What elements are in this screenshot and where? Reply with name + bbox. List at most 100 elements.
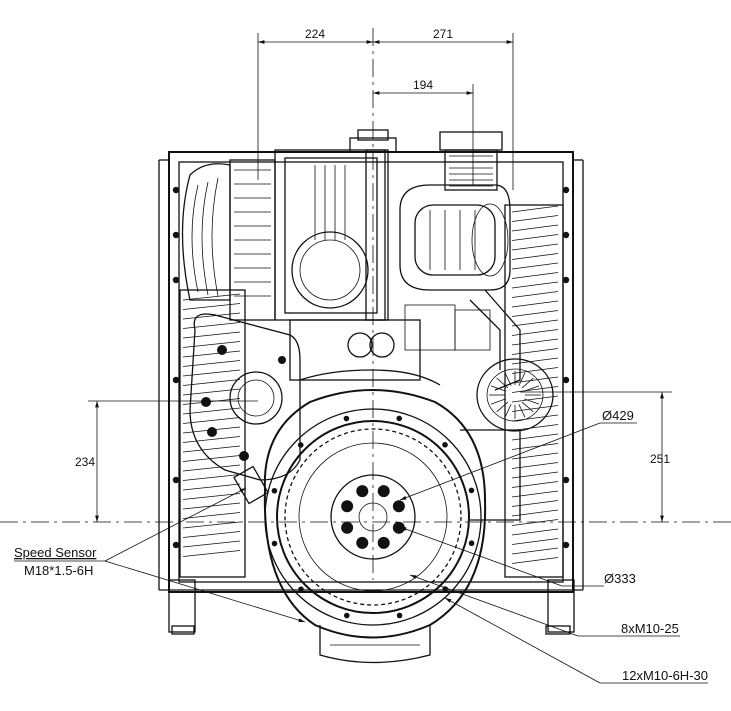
radiator-fin-right: [511, 395, 559, 403]
callout-bolts-12-text: 12xM10-6H-30: [622, 668, 708, 683]
radiator-fin-right: [511, 243, 559, 251]
radiator-fin-right: [511, 547, 559, 555]
housing-bolt: [271, 487, 278, 494]
radiator-fin-right: [511, 272, 559, 279]
flywheel-bolt: [356, 536, 369, 549]
radiator-fin-left: [182, 483, 241, 491]
flywheel-housing: [263, 389, 487, 664]
alternator-vane: [504, 372, 512, 386]
radiator-fin-left: [182, 455, 241, 462]
alternator-vane: [496, 401, 509, 413]
alternator-vane: [521, 401, 534, 413]
speed-sensor: [233, 465, 269, 505]
callout-diameter-333: Ø333: [399, 526, 636, 587]
radiator-fin-left: [182, 521, 241, 529]
housing-bolt: [297, 442, 304, 448]
radiator-fin-left: [182, 303, 241, 310]
radiator-panel-left: [179, 289, 246, 578]
dimension-224-text: 224: [305, 27, 325, 41]
center-lines: [0, 28, 731, 580]
dimension-194: 194: [373, 78, 474, 185]
frame-bolt: [172, 476, 180, 484]
flywheel-bolt: [377, 536, 390, 549]
radiator-fin-right: [511, 300, 559, 308]
front-manifold: [289, 304, 491, 386]
radiator-fin-right: [511, 310, 559, 317]
dimension-234: 234: [75, 400, 258, 522]
radiator-fin-left: [182, 493, 241, 500]
frame-bolt: [172, 376, 180, 384]
radiator-fin-right: [511, 338, 559, 346]
callout-bolts-12: 12xM10-6H-30: [444, 597, 708, 684]
flywheel-bolt: [356, 485, 369, 498]
alternator-vane: [490, 385, 506, 392]
alternator-vane: [524, 385, 540, 392]
fan-shroud: [181, 163, 231, 301]
radiator-fin-right: [511, 367, 559, 374]
radiator-fin-left: [182, 417, 241, 424]
callout-diameter-429-text: Ø429: [602, 408, 634, 423]
radiator-fin-left: [182, 512, 241, 519]
frame-bolt: [562, 231, 570, 239]
radiator-fin-right: [511, 462, 559, 469]
dimension-271: 271: [373, 27, 514, 190]
radiator-fin-left: [182, 379, 241, 386]
radiator-fin-right: [511, 319, 559, 327]
radiator-fin-left: [182, 531, 241, 538]
housing-bolt: [396, 415, 403, 422]
radiator-fin-right: [511, 414, 559, 422]
dimension-271-text: 271: [433, 27, 453, 41]
frame-bolt: [172, 186, 180, 194]
radiator-fin-right: [511, 253, 559, 260]
frame-bolt: [562, 476, 570, 484]
radiator-fin-right: [511, 557, 559, 564]
radiator-fin-left: [182, 398, 241, 405]
turbocharger: [399, 131, 521, 391]
mounting-feet: [168, 579, 575, 635]
housing-bolt: [468, 487, 475, 494]
radiator-fin-right: [511, 281, 559, 289]
radiator-fin-right: [511, 329, 559, 336]
radiator-fin-right: [511, 376, 559, 384]
radiator-fin-left: [182, 388, 241, 396]
radiator-frame: [158, 151, 584, 593]
housing-bolt: [343, 612, 350, 619]
radiator-fin-right: [511, 224, 559, 232]
intake-finned-block: [229, 149, 386, 321]
radiator-fin-right: [511, 519, 559, 526]
radiator-panel-right: [504, 204, 564, 578]
speed-sensor-title: Speed Sensor: [14, 545, 97, 560]
flywheel-bolt: [341, 521, 354, 534]
radiator-fin-right: [511, 500, 559, 507]
radiator-fin-right: [511, 262, 559, 270]
frame-bolt: [562, 186, 570, 194]
flywheel-bolt: [392, 500, 405, 513]
flywheel-bolt: [341, 500, 354, 513]
housing-bolt: [396, 612, 403, 619]
radiator-fin-right: [511, 386, 559, 393]
radiator-fin-right: [511, 538, 559, 545]
dimension-194-text: 194: [413, 78, 433, 92]
radiator-fin-left: [182, 407, 241, 415]
radiator-fin-left: [182, 341, 241, 348]
timing-cover: [189, 313, 301, 481]
callout-bolts-8: 8xM10-25: [409, 574, 680, 637]
radiator-fin-right: [511, 443, 559, 450]
radiator-fin-right: [511, 405, 559, 412]
radiator-fin-left: [182, 436, 241, 443]
callout-diameter-333-text: Ø333: [604, 571, 636, 586]
radiator-fin-right: [511, 215, 559, 222]
radiator-fin-right: [511, 205, 559, 213]
alternator-vane: [496, 377, 509, 389]
radiator-fin-right: [511, 528, 559, 536]
alternator: [460, 358, 554, 521]
radiator-fin-right: [511, 291, 559, 298]
housing-bolt: [271, 540, 278, 547]
radiator-fin-left: [182, 322, 241, 329]
speed-sensor-thread: M18*1.5-6H: [24, 563, 93, 578]
dimension-224: 224: [257, 27, 373, 180]
dimension-234-text: 234: [75, 455, 95, 469]
alternator-vane: [521, 377, 534, 389]
radiator-fin-left: [182, 350, 241, 358]
